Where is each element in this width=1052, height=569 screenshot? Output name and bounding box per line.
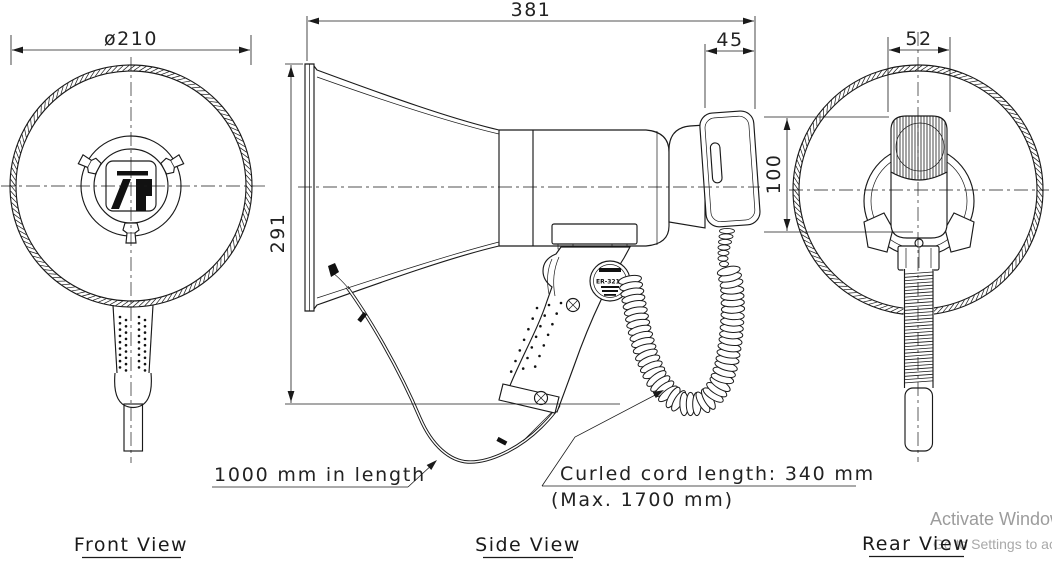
- grip-screws: [533, 297, 581, 406]
- windows-activation-watermark: Activate Windows Go to Settings to activ…: [930, 509, 1052, 552]
- mic-capsule-circle: [895, 122, 945, 172]
- microphone-rear-body: [890, 172, 948, 239]
- dim-text-overall-length: 381: [511, 0, 552, 21]
- cord-max-text: (Max. 1700 mm): [551, 489, 734, 511]
- front-grip: [112, 304, 154, 452]
- mic-bracket: [668, 124, 706, 229]
- threaded-shaft: [904, 271, 933, 384]
- dim-text-mic-width: 52: [905, 28, 932, 50]
- dim-text-mic-depth: 45: [716, 29, 743, 51]
- dimension-front-diameter: ø210: [10, 28, 252, 65]
- talk-button: [709, 142, 723, 184]
- watermark-line1: Activate Windows: [930, 509, 1052, 529]
- cord-length-text: Curled cord length: 340 mm: [560, 463, 875, 485]
- shoulder-strap: [328, 263, 561, 464]
- holder-wing-right: [944, 212, 975, 253]
- dimension-mic-depth: 45: [704, 29, 754, 108]
- front-view-label: Front View: [74, 534, 188, 556]
- microphone-side: [699, 110, 761, 228]
- rear-view: [789, 32, 1049, 462]
- front-view: [1, 57, 266, 463]
- swivel-knob: [897, 245, 940, 271]
- curled-cord: [618, 265, 746, 417]
- rear-view-label: Rear View: [862, 533, 970, 555]
- holder-wing-left: [863, 212, 894, 253]
- rear-handle: [904, 387, 934, 452]
- strap-length-text: 1000 mm in length: [214, 464, 426, 486]
- dim-text-front-diameter: ø210: [104, 28, 158, 50]
- bell-mouth-plate: [304, 63, 315, 312]
- dim-text-mic-length: 100: [763, 154, 785, 195]
- badge-model-text: ER-3215: [596, 279, 624, 286]
- handle-stem: [123, 403, 144, 452]
- annotation-strap-length: 1000 mm in length: [212, 462, 435, 488]
- cord-strain-relief: [717, 227, 735, 268]
- dimension-arrows: [12, 17, 949, 470]
- dimension-overall-length: 381: [306, 0, 756, 109]
- yoke-bolt: [914, 238, 924, 248]
- toa-logo-icon: [111, 171, 152, 211]
- grip-mount-plate: [551, 223, 638, 245]
- bell-top-profile: [313, 65, 533, 131]
- side-view-label: Side View: [475, 534, 581, 556]
- dimension-mic-length: 100: [763, 116, 913, 233]
- front-rim-hatch: [10, 65, 252, 307]
- grip-texture-dots: [509, 301, 563, 373]
- bell-bottom-profile: [313, 245, 533, 310]
- watermark-line2: Go to Settings to activate Windows.: [933, 536, 1052, 552]
- dimension-overall-height: 291: [267, 63, 620, 405]
- side-view: ER-3215: [298, 63, 761, 464]
- dim-text-overall-height: 291: [267, 213, 289, 254]
- annotation-cord-length: Curled cord length: 340 mm (Max. 1700 mm…: [541, 391, 875, 511]
- dimension-mic-width: 52: [887, 28, 951, 112]
- hub-clamps: [77, 153, 185, 244]
- view-labels: Front View Side View Rear View: [74, 533, 970, 559]
